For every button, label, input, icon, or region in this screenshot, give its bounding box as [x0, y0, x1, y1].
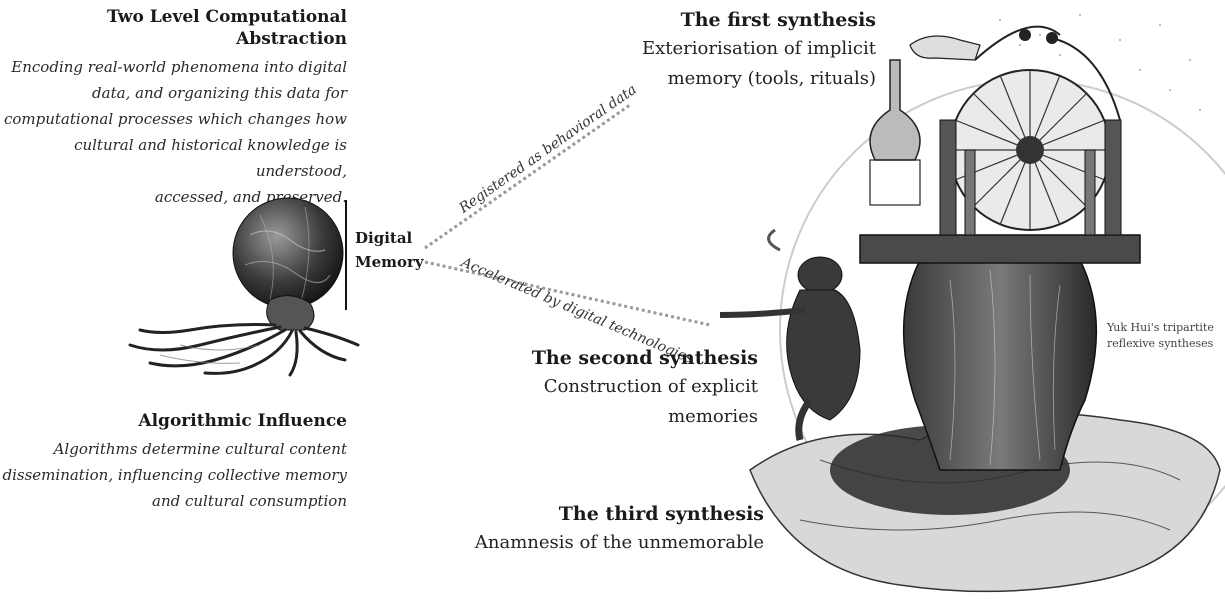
platform — [860, 235, 1140, 263]
hand — [910, 36, 980, 60]
first-synthesis-line: memory (tools, rituals) — [560, 64, 876, 94]
second-synthesis-title: The second synthesis — [460, 344, 758, 372]
upper-connector-line — [425, 105, 630, 248]
third-synthesis-text: Anamnesis of the unmemorable — [440, 528, 764, 558]
first-synthesis: The first synthesis Exteriorisation of i… — [560, 6, 876, 94]
first-synthesis-line: Exteriorisation of implicit — [560, 34, 876, 64]
anatomical-torso — [904, 260, 1097, 470]
yuk-hui-note-line2: reflexive syntheses — [1107, 336, 1214, 352]
algorithmic-line: and cultural consumption — [0, 488, 347, 514]
yuk-hui-note: Yuk Hui's tripartite reflexive syntheses — [1107, 320, 1214, 352]
second-synthesis-text: Construction of explicit memories — [460, 372, 758, 432]
first-synthesis-title: The first synthesis — [560, 6, 876, 34]
second-synthesis-line: Construction of explicit — [460, 372, 758, 402]
algorithmic-line: dissemination, influencing collective me… — [0, 462, 347, 488]
algorithmic-line: Algorithms determine cultural content — [0, 436, 347, 462]
yuk-hui-note-line1: Yuk Hui's tripartite — [1107, 320, 1214, 336]
algorithmic-text: Algorithms determine cultural content di… — [0, 436, 347, 514]
third-synthesis-line: Anamnesis of the unmemorable — [440, 528, 764, 558]
algorithmic-block: Algorithmic Influence Algorithms determi… — [0, 410, 347, 514]
third-synthesis-title: The third synthesis — [440, 500, 764, 528]
first-synthesis-text: Exteriorisation of implicit memory (tool… — [560, 34, 876, 94]
second-synthesis: The second synthesis Construction of exp… — [460, 344, 758, 432]
second-synthesis-line: memories — [460, 402, 758, 432]
algorithmic-title: Algorithmic Influence — [0, 410, 347, 432]
third-synthesis: The third synthesis Anamnesis of the unm… — [440, 500, 764, 558]
